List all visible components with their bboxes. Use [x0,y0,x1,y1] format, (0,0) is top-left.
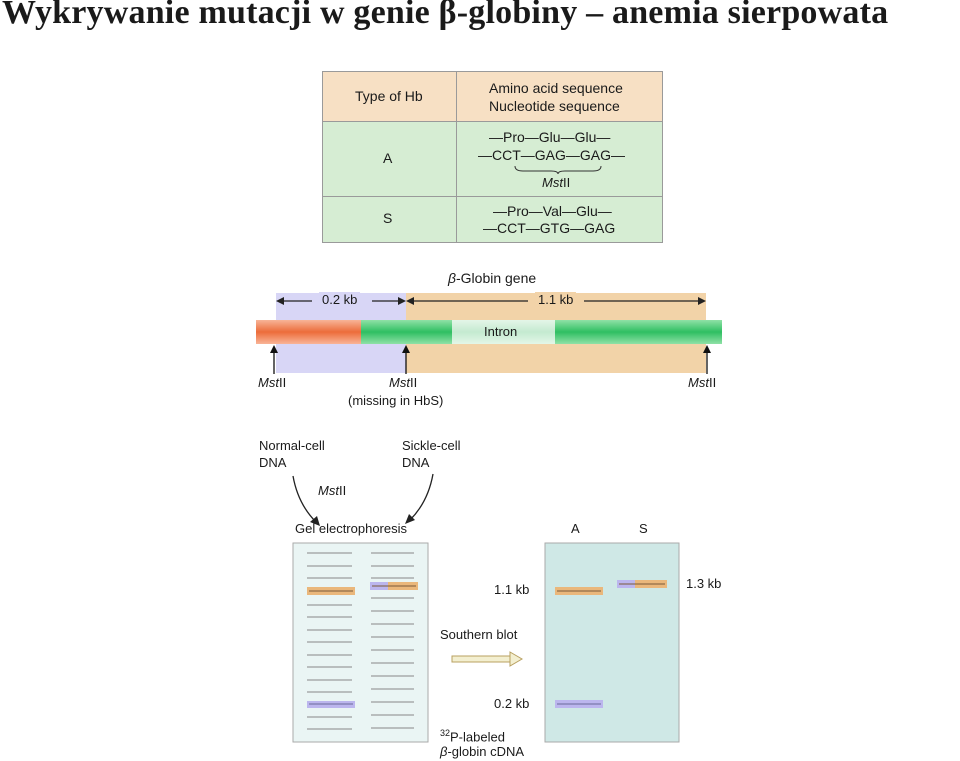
southern-blot-label: Southern blot [440,627,518,642]
band-size-1-3kb: 1.3 kb [686,576,722,591]
digest-enzyme-label: MstII [318,483,347,498]
span-label-1-1kb: 1.1 kb [535,292,577,307]
southern-blot-membrane [544,542,680,743]
southern-blot-arrow [451,655,513,663]
type-of-hb-header: Type of Hb [355,88,423,104]
normal-cell-dna-label: Normal-cell [259,438,325,453]
lane-a-label: A [571,521,580,536]
nucleotide-header: Nucleotide sequence [489,98,620,114]
probe-label-line2: β-globin cDNA [440,744,525,759]
type-s-label: S [383,210,393,226]
amino-acid-header: Amino acid sequence [489,80,623,96]
normal-cell-dna-label-2: DNA [259,455,287,470]
table-row-divider [323,196,662,197]
table-row-a [323,121,662,196]
mstii-site-right: MstII [688,375,717,390]
row-a-nucleotide-sequence: —CCT—GAG—GAG— [478,147,626,163]
gel-electrophoresis-label: Gel electrophoresis [295,521,407,536]
sickle-cell-dna-label-2: DNA [402,455,430,470]
restriction-site-brace [514,165,602,175]
intron-label: Intron [484,324,518,339]
mstii-site-middle: MstII [389,375,418,390]
page-title: Wykrywanie mutacji w genie β-globiny – a… [2,0,889,31]
table-header-row [323,72,662,121]
band-size-1-1kb: 1.1 kb [494,582,530,597]
row-s-amino-sequence: —Pro—Val—Glu— [493,203,612,219]
span-label-0-2kb: 0.2 kb [319,292,361,307]
lane-s-label: S [639,521,648,536]
table-row-divider [323,121,662,122]
probe-label-line1: 32P-labeled [440,728,505,745]
sickle-dna-arrow [409,473,434,521]
mstii-site-left: MstII [258,375,287,390]
missing-in-hbs-note: (missing in HbS) [348,393,444,408]
globin-gene-label: β-Globin gene [448,270,537,286]
type-a-label: A [383,150,393,166]
normal-dna-arrow [292,475,317,523]
sickle-cell-dna-label: Sickle-cell [402,438,461,453]
row-a-amino-sequence: —Pro—Glu—Glu— [489,129,611,145]
table-column-divider [456,72,457,242]
row-s-nucleotide-sequence: —CCT—GTG—GAG [483,220,616,236]
flanking-dna-segment [256,320,361,344]
row-a-enzyme-label: MstII [542,175,571,190]
gel-bands [307,552,414,730]
table-row-s [323,196,662,242]
band-size-0-2kb: 0.2 kb [494,696,530,711]
hb-sequence-table: Type of Hb Amino acid sequence Nucleotid… [322,71,663,243]
intron-segment [452,320,555,344]
